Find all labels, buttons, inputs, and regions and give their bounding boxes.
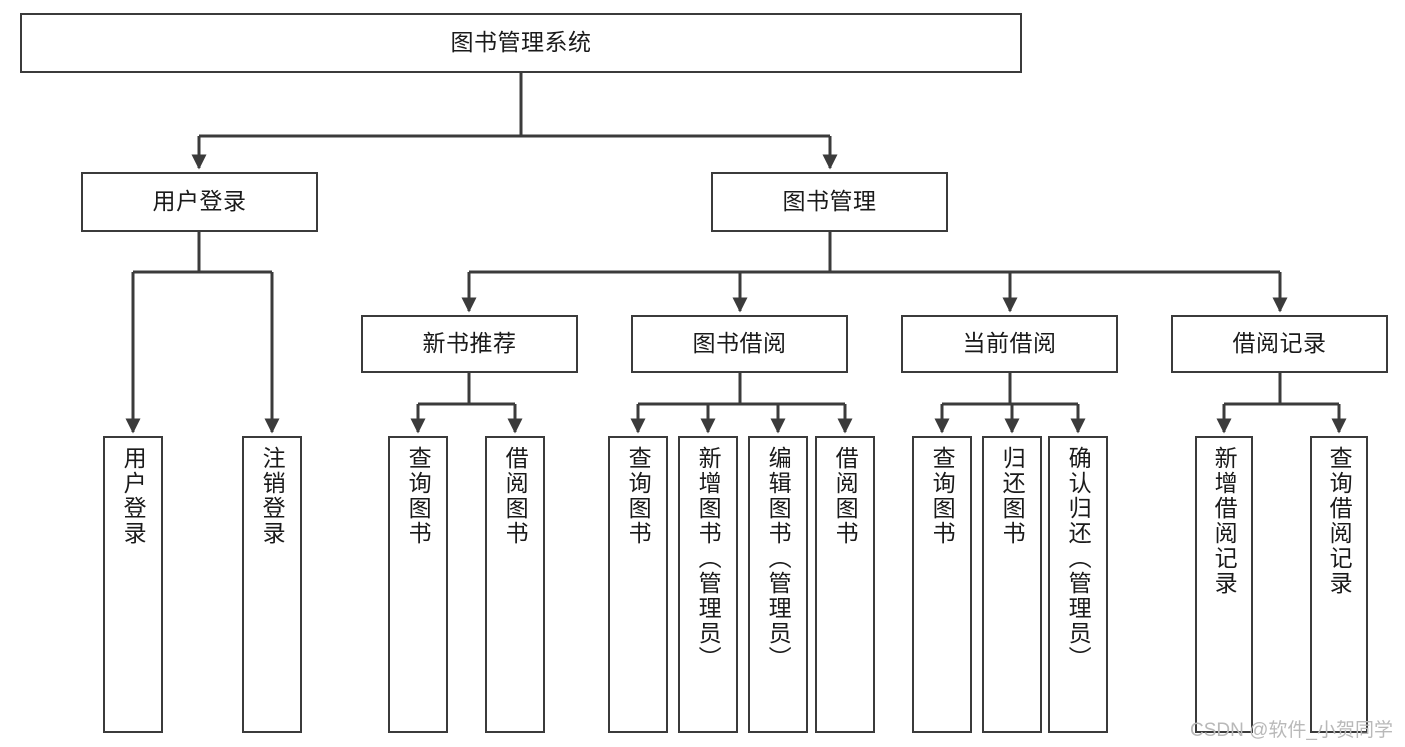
node-leaf-query-book-1[interactable]: 查询图书 xyxy=(388,436,448,733)
node-borrow-record[interactable]: 借阅记录 xyxy=(1171,315,1388,373)
node-current-borrow-label: 当前借阅 xyxy=(962,330,1057,357)
node-new-book-recommend-label: 新书推荐 xyxy=(422,330,517,357)
node-leaf-add-book[interactable]: 新增图书（管理员） xyxy=(678,436,738,733)
node-leaf-borrow-book-2[interactable]: 借阅图书 xyxy=(815,436,875,733)
node-leaf-add-book-label: 新增图书（管理员） xyxy=(695,446,722,671)
node-leaf-query-book-2-label: 查询图书 xyxy=(625,446,652,546)
node-book-management-label: 图书管理 xyxy=(782,188,877,215)
node-leaf-query-book-2[interactable]: 查询图书 xyxy=(608,436,668,733)
node-leaf-confirm-return[interactable]: 确认归还（管理员） xyxy=(1048,436,1108,733)
node-leaf-query-book-3[interactable]: 查询图书 xyxy=(912,436,972,733)
node-leaf-edit-book[interactable]: 编辑图书（管理员） xyxy=(748,436,808,733)
node-root[interactable]: 图书管理系统 xyxy=(20,13,1022,73)
node-leaf-query-book-3-label: 查询图书 xyxy=(929,446,956,546)
node-leaf-edit-book-label: 编辑图书（管理员） xyxy=(765,446,792,671)
node-new-book-recommend[interactable]: 新书推荐 xyxy=(361,315,578,373)
node-leaf-add-record-label: 新增借阅记录 xyxy=(1211,446,1238,596)
node-leaf-return-book[interactable]: 归还图书 xyxy=(982,436,1042,733)
node-borrow-record-label: 借阅记录 xyxy=(1232,330,1327,357)
node-leaf-query-book-1-label: 查询图书 xyxy=(405,446,432,546)
node-book-borrow[interactable]: 图书借阅 xyxy=(631,315,848,373)
node-leaf-user-login-label: 用户登录 xyxy=(120,446,147,546)
node-book-management[interactable]: 图书管理 xyxy=(711,172,948,232)
node-leaf-query-record-label: 查询借阅记录 xyxy=(1326,446,1353,596)
node-leaf-borrow-book-1-label: 借阅图书 xyxy=(502,446,529,546)
node-leaf-confirm-return-label: 确认归还（管理员） xyxy=(1065,446,1092,671)
node-user-login[interactable]: 用户登录 xyxy=(81,172,318,232)
node-book-borrow-label: 图书借阅 xyxy=(692,330,787,357)
node-leaf-return-book-label: 归还图书 xyxy=(999,446,1026,546)
node-current-borrow[interactable]: 当前借阅 xyxy=(901,315,1118,373)
node-leaf-logout-login[interactable]: 注销登录 xyxy=(242,436,302,733)
node-leaf-logout-login-label: 注销登录 xyxy=(259,446,286,546)
node-leaf-borrow-book-1[interactable]: 借阅图书 xyxy=(485,436,545,733)
node-leaf-add-record[interactable]: 新增借阅记录 xyxy=(1195,436,1253,733)
node-leaf-borrow-book-2-label: 借阅图书 xyxy=(832,446,859,546)
node-user-login-label: 用户登录 xyxy=(152,188,247,215)
node-leaf-query-record[interactable]: 查询借阅记录 xyxy=(1310,436,1368,733)
node-leaf-user-login[interactable]: 用户登录 xyxy=(103,436,163,733)
node-root-label: 图书管理系统 xyxy=(450,29,592,56)
